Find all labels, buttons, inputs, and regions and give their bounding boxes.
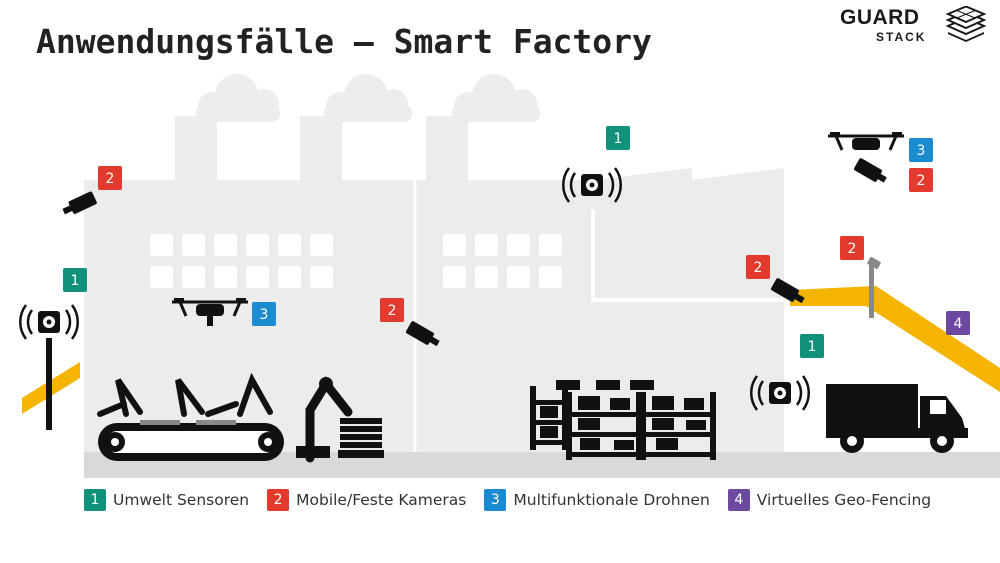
marker-badge-2: 2: [909, 168, 933, 192]
marker-badge-2: 2: [98, 166, 122, 190]
sensor-icon: [562, 167, 622, 203]
camera-icon: [853, 158, 887, 183]
legend: 1 Umwelt Sensoren 2 Mobile/Feste Kameras…: [84, 488, 931, 512]
marker-badge-1: 1: [606, 126, 630, 150]
legend-badge: 3: [484, 489, 507, 511]
cloud-icon: [196, 74, 280, 122]
legend-badge: 2: [267, 489, 290, 511]
camera-icon: [405, 321, 440, 347]
guardstack-logo: GUARD STACK: [840, 6, 990, 46]
legend-item-drones: 3 Multifunktionale Drohnen: [484, 489, 710, 511]
drone-icon: [828, 132, 904, 151]
geofence-right: [790, 286, 1000, 392]
cloud-icon: [452, 74, 540, 122]
page-title: Anwendungsfälle – Smart Factory: [36, 22, 652, 61]
logo-text-guard: GUARD: [840, 6, 920, 29]
marker-label: 2: [754, 260, 763, 276]
legend-label: Multifunktionale Drohnen: [513, 491, 710, 509]
camera-icon: [867, 256, 881, 270]
legend-label: Umwelt Sensoren: [113, 491, 250, 509]
marker-label: 1: [71, 273, 80, 289]
conveyor-belt-icon: [98, 420, 284, 461]
marker-badge-3: 3: [252, 302, 276, 326]
marker-label: 2: [917, 173, 926, 189]
marker-badge-2: 2: [380, 298, 404, 322]
camera-icon: [62, 191, 97, 215]
marker-badge-4: 4: [946, 311, 970, 335]
legend-badge: 4: [727, 489, 750, 511]
marker-label: 3: [917, 143, 926, 159]
marker-label: 4: [954, 316, 963, 332]
marker-label: 1: [614, 131, 623, 147]
storage-shelf-icon: [530, 380, 716, 460]
legend-item-cameras: 2 Mobile/Feste Kameras: [267, 489, 466, 511]
marker-label: 2: [388, 303, 397, 319]
sensor-cable: [591, 210, 784, 302]
marker-label: 2: [106, 171, 115, 187]
marker-badge-1: 1: [800, 334, 824, 358]
sensor-icon: [750, 375, 810, 411]
marker-badge-3: 3: [909, 138, 933, 162]
pallet-boxes-icon: [338, 418, 384, 458]
legend-badge: 1: [84, 489, 106, 511]
cloud-icon: [324, 74, 412, 122]
legend-label: Virtuelles Geo-Fencing: [756, 491, 932, 509]
sensor-icon: [19, 304, 79, 340]
drone-icon: [172, 298, 248, 326]
robot-arm-icon: [296, 376, 353, 463]
marker-badge-1: 1: [63, 268, 87, 292]
legend-label: Mobile/Feste Kameras: [296, 491, 467, 509]
marker-label: 3: [260, 307, 269, 323]
layered-stack-icon: [945, 6, 987, 42]
marker-badge-2: 2: [746, 255, 770, 279]
marker-label: 2: [848, 241, 857, 257]
truck-icon: [826, 384, 968, 453]
camera-pole: [869, 262, 874, 318]
logo-text-stack: STACK: [876, 30, 927, 44]
marker-label: 1: [808, 339, 817, 355]
factory-building: [84, 168, 784, 462]
legend-item-geofencing: 4 Virtuelles Geo-Fencing: [727, 489, 932, 511]
factory-windows: [150, 234, 562, 288]
sensor-pole: [46, 338, 52, 430]
camera-icon: [770, 278, 805, 304]
legend-item-sensors: 1 Umwelt Sensoren: [84, 489, 249, 511]
robot-arm-icon: [97, 372, 273, 417]
marker-badge-2: 2: [840, 236, 864, 260]
